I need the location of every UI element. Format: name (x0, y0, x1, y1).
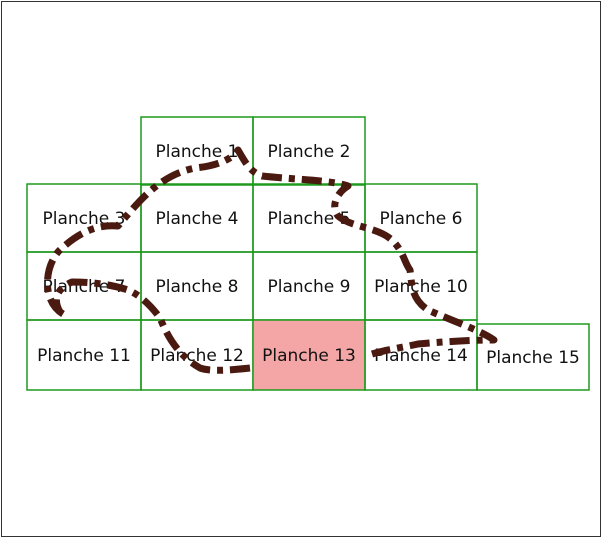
planche-grid: Planche 1 Planche 2 Planche 3 Planche 4 Plan… (26, 116, 590, 391)
planche-10[interactable]: Planche 10 (364, 251, 478, 321)
planche-13-label: Planche 13 (262, 346, 356, 366)
planche-11[interactable]: Planche 11 (26, 319, 142, 391)
planche-6[interactable]: Planche 6 (364, 183, 478, 253)
planche-6-label: Planche 6 (380, 209, 463, 229)
planche-15-label: Planche 15 (486, 348, 580, 368)
planche-2-cell[interactable] (252, 116, 366, 186)
route-trace (44, 146, 498, 374)
planche-5[interactable]: Planche 5 (252, 183, 366, 253)
planche-15-cell[interactable] (476, 323, 590, 391)
planche-5-label: Planche 5 (268, 209, 351, 229)
planche-4-label: Planche 4 (156, 209, 239, 229)
planche-12[interactable]: Planche 12 (140, 319, 254, 391)
planche-3[interactable]: Planche 3 (26, 183, 142, 253)
planche-15[interactable]: Planche 15 (476, 323, 590, 391)
planche-13-cell[interactable] (252, 319, 366, 391)
planche-10-label: Planche 10 (374, 277, 468, 297)
planche-14[interactable]: Planche 14 (364, 319, 478, 391)
planche-2-label: Planche 2 (268, 142, 351, 162)
planche-8-label: Planche 8 (156, 277, 239, 297)
planche-9-label: Planche 9 (268, 277, 351, 297)
planche-4[interactable]: Planche 4 (140, 183, 254, 253)
planche-2[interactable]: Planche 2 (252, 116, 366, 186)
planche-7-label: Planche 7 (43, 277, 126, 297)
planche-9[interactable]: Planche 9 (252, 251, 366, 321)
planche-13[interactable]: Planche 13 (252, 319, 366, 391)
planche-11-label: Planche 11 (37, 346, 131, 366)
planche-12-label: Planche 12 (150, 346, 244, 366)
planche-1-label: Planche 1 (156, 142, 239, 162)
